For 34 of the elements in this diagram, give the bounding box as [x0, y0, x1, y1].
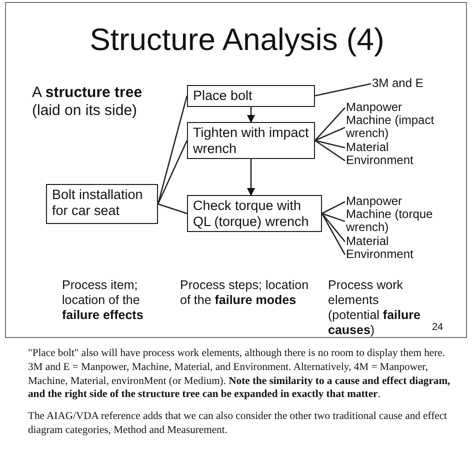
process-box: Tighten with impact wrench	[187, 122, 315, 160]
connector-line	[158, 203, 188, 214]
note-paragraph: The AIAG/VDA reference adds that we can also consider the other two traditional cause and effect diagram categories, Method and Measurement.	[28, 410, 448, 438]
heading-text: A structure tree (laid on its side)	[32, 84, 144, 120]
element-label: Machine (torque wrench)	[346, 208, 446, 235]
connector-line	[314, 126, 346, 142]
arrow	[247, 159, 255, 196]
connector-line	[322, 212, 346, 222]
process-box: Bolt installation for car seat	[46, 184, 158, 224]
page-number: 24	[432, 322, 444, 334]
connector-line	[314, 140, 346, 162]
caption-paragraph: "Place bolt" also will have process work elements, although there is no room to display them here. 3M and E = Manpower, Machine, Material, and Environment. Alternatively, 4M = Manpower, Machine, Material, environMent (or Medium). Note the similarity to a cause and effect diagram, and the right side of the structure tree can be expanded in exactly that matter.	[28, 347, 452, 402]
connector-line	[322, 201, 346, 214]
element-label: Manpower	[346, 195, 402, 208]
connector-line	[314, 83, 372, 96]
connector-line	[321, 213, 346, 256]
element-label: 3M and E	[372, 77, 424, 90]
slide-title: Structure Analysis (4)	[88, 22, 386, 58]
process-box: Check torque with QL (torque) wrench	[187, 195, 322, 232]
element-label: Machine (impact wrench)	[346, 114, 446, 141]
element-label: Manpower	[346, 101, 402, 114]
element-label: Material	[346, 141, 389, 154]
column-caption: Process steps; location of the failure modes	[180, 278, 310, 308]
column-caption: Process item; location of the failure effects	[62, 278, 144, 323]
element-label: Environment	[346, 248, 414, 262]
arrow	[247, 106, 255, 123]
connector-line	[322, 213, 346, 242]
connector-line	[314, 107, 346, 141]
process-box: Place bolt	[187, 85, 315, 107]
connector-line	[314, 140, 346, 148]
element-label: Material	[346, 235, 389, 248]
element-label: Environment	[346, 154, 414, 168]
connector-line	[157, 140, 188, 204]
column-caption: Process work elements (potential failure causes)	[328, 278, 422, 338]
